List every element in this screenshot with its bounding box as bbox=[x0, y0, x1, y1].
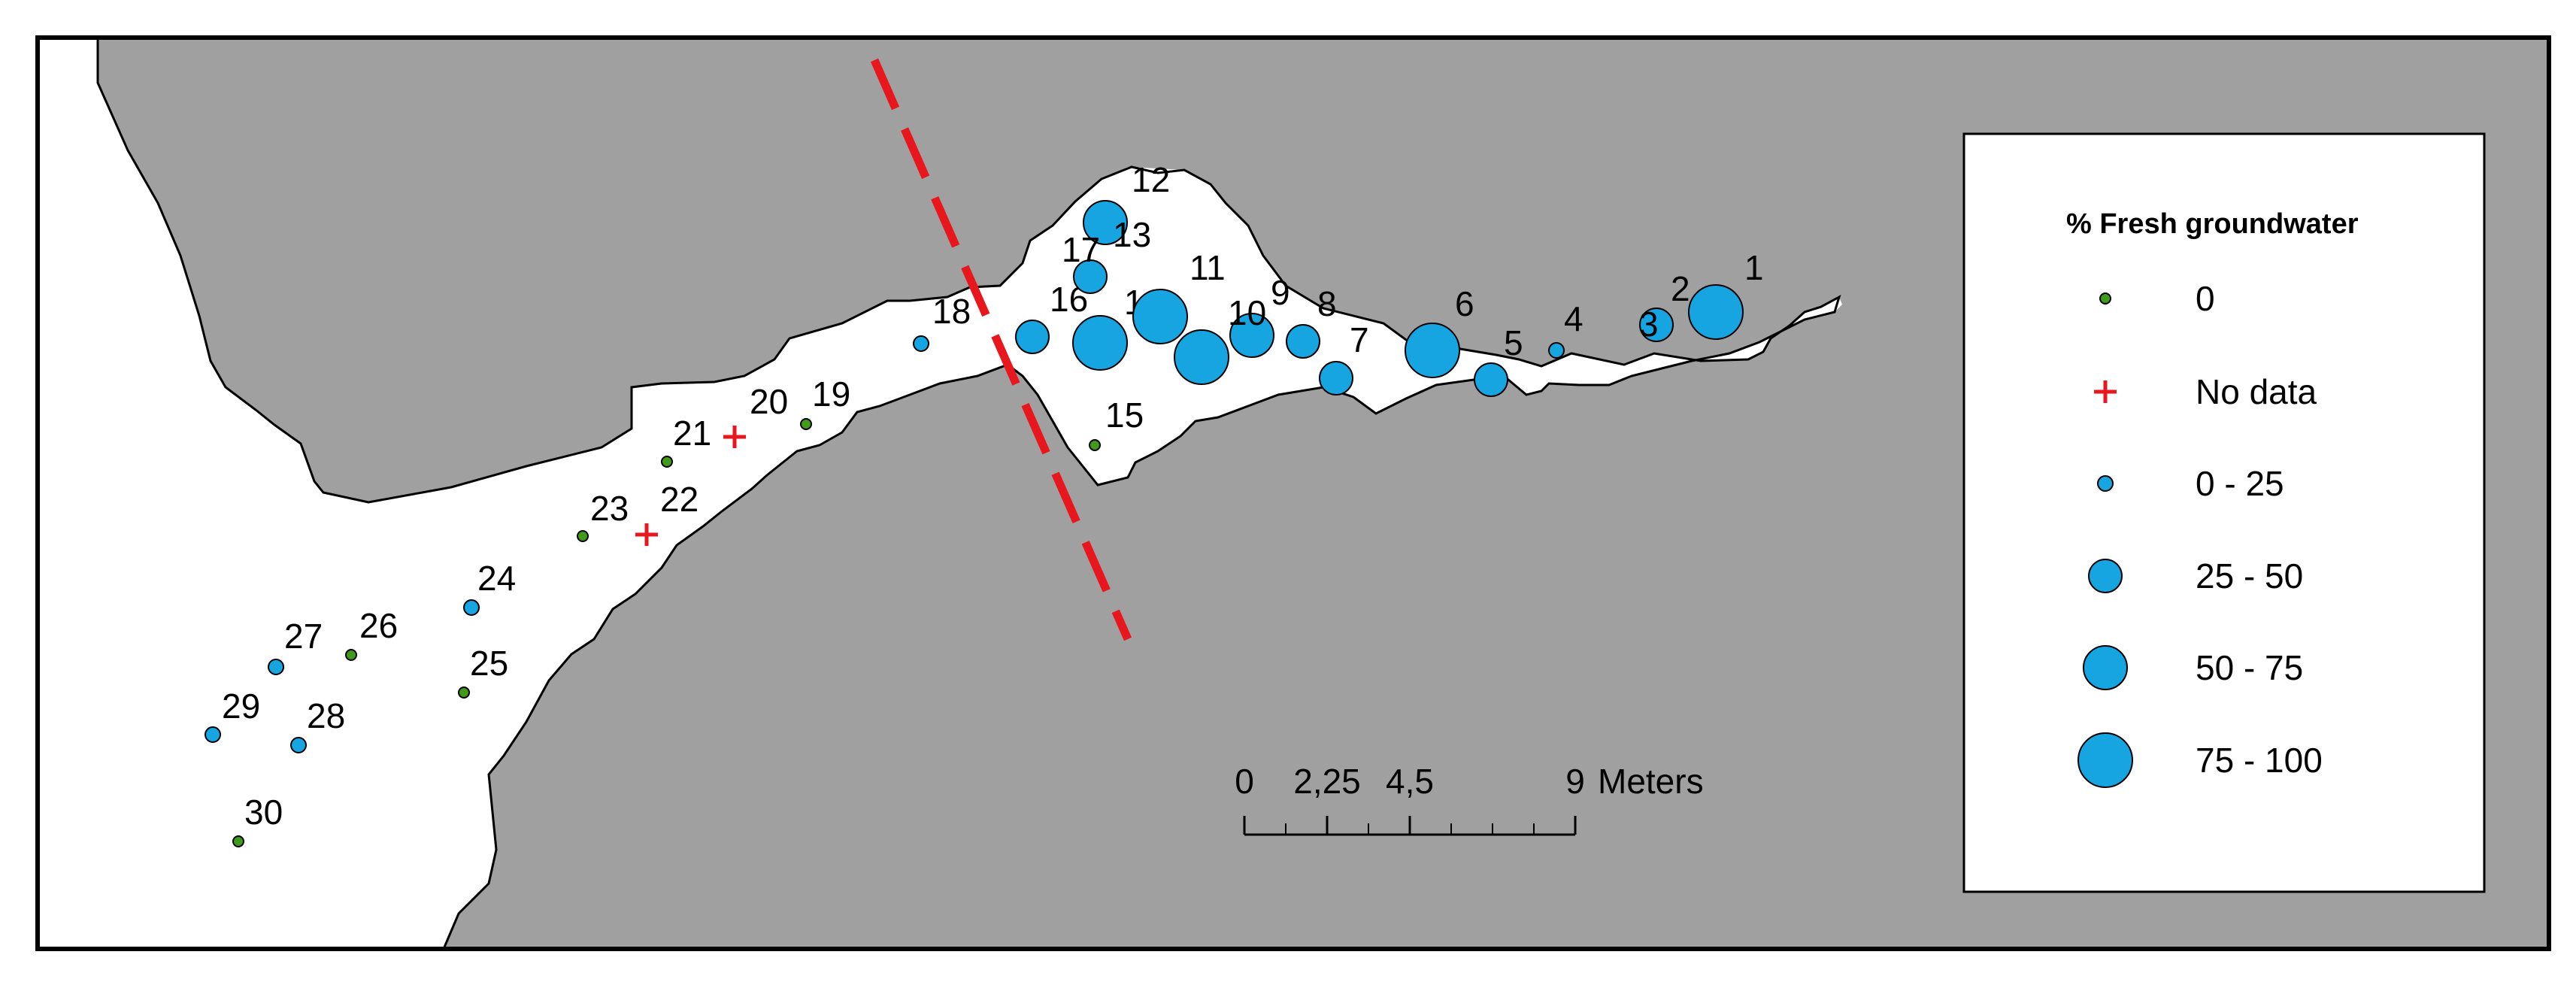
sample-point-8-label: 8 bbox=[1317, 284, 1337, 323]
sample-point-15-label: 15 bbox=[1105, 396, 1144, 435]
sample-point-29-label: 29 bbox=[222, 686, 260, 726]
sample-points: 1234567891011121314151617181920212223242… bbox=[205, 160, 1764, 847]
legend-label-25-50: 25 - 50 bbox=[2196, 556, 2303, 596]
section-line bbox=[870, 58, 1132, 641]
sample-point-30-marker bbox=[232, 835, 244, 847]
sample-point-17-label: 17 bbox=[1062, 230, 1100, 269]
sample-point-16-marker bbox=[1015, 320, 1050, 354]
sample-point-20-nodata-marker bbox=[723, 426, 746, 448]
sample-point-18-marker bbox=[913, 335, 929, 352]
sample-point-22-label: 22 bbox=[660, 480, 699, 519]
sample-point-27-label: 27 bbox=[284, 617, 323, 656]
sample-point-20-label: 20 bbox=[750, 382, 788, 421]
sample-point-6-marker bbox=[1405, 323, 1460, 378]
legend-label-0-25: 0 - 25 bbox=[2196, 464, 2284, 503]
sample-point-26-marker bbox=[345, 649, 357, 661]
sample-point-11-marker bbox=[1174, 329, 1229, 385]
sample-point-2-label: 2 bbox=[1671, 269, 1690, 308]
legend-symbol-75-100 bbox=[2077, 732, 2133, 788]
sample-point-12-label: 12 bbox=[1132, 160, 1170, 199]
sample-point-4-marker bbox=[1548, 342, 1565, 359]
land-north bbox=[98, 38, 2549, 502]
sample-point-28-label: 28 bbox=[307, 696, 345, 735]
sample-point-29-marker bbox=[205, 726, 221, 743]
sample-point-17-marker bbox=[1073, 259, 1108, 294]
sample-point-1-label: 1 bbox=[1744, 248, 1764, 287]
sample-point-5-marker bbox=[1474, 362, 1508, 397]
sample-point-9-marker bbox=[1229, 313, 1274, 358]
scale-label-1: 2,25 bbox=[1293, 762, 1361, 801]
legend-label-50-75: 50 - 75 bbox=[2196, 648, 2303, 687]
map-border bbox=[35, 35, 2551, 951]
sample-point-9-label: 9 bbox=[1271, 273, 1290, 312]
sample-point-7-label: 7 bbox=[1350, 320, 1369, 359]
sample-point-3-label: 3 bbox=[1639, 305, 1659, 344]
sample-point-23-label: 23 bbox=[590, 489, 629, 528]
sample-point-28-marker bbox=[290, 737, 307, 753]
scale-label-2: 4,5 bbox=[1386, 762, 1434, 801]
legend-label-nodata: No data bbox=[2196, 372, 2317, 411]
sample-point-21-label: 21 bbox=[673, 414, 711, 453]
scale-unit: Meters bbox=[1598, 762, 1704, 801]
sample-point-13-label: 13 bbox=[1113, 215, 1151, 254]
sample-point-14-marker bbox=[1072, 315, 1128, 371]
legend-symbol-0-25 bbox=[2097, 475, 2114, 492]
legend-label-zero: 0 bbox=[2196, 279, 2215, 318]
scale-bar: 0 2,25 4,5 9 Meters bbox=[1235, 762, 1704, 836]
sample-point-10-label: 10 bbox=[1228, 293, 1266, 332]
scale-label-0: 0 bbox=[1235, 762, 1254, 801]
sample-point-19-label: 19 bbox=[812, 374, 850, 414]
sample-point-6-label: 6 bbox=[1455, 284, 1474, 323]
sample-point-2-marker bbox=[1639, 308, 1674, 342]
sample-point-4-label: 4 bbox=[1564, 299, 1583, 338]
legend: % Fresh groundwater 0 No data 0 - 25 25 … bbox=[1962, 132, 2486, 893]
sample-point-27-marker bbox=[268, 659, 284, 675]
sample-point-22-nodata-marker bbox=[635, 523, 658, 546]
sample-point-24-label: 24 bbox=[477, 559, 516, 598]
sample-point-7-marker bbox=[1319, 361, 1353, 396]
sample-point-18-label: 18 bbox=[932, 292, 971, 331]
sample-point-23-marker bbox=[577, 530, 589, 542]
sample-point-8-marker bbox=[1286, 324, 1320, 359]
legend-symbol-nodata bbox=[2094, 380, 2117, 403]
legend-label-75-100: 75 - 100 bbox=[2196, 741, 2323, 780]
sample-point-25-label: 25 bbox=[470, 644, 508, 683]
sample-point-15-marker bbox=[1089, 439, 1101, 451]
legend-symbol-zero bbox=[2099, 292, 2111, 305]
legend-symbol-25-50 bbox=[2088, 559, 2123, 593]
sample-point-19-marker bbox=[800, 418, 812, 430]
sample-point-24-marker bbox=[463, 599, 480, 616]
sample-point-30-label: 30 bbox=[244, 793, 283, 832]
sample-point-extra-marker bbox=[1132, 289, 1188, 344]
legend-box bbox=[1962, 132, 2486, 893]
estuary-channel bbox=[36, 36, 1841, 950]
sample-point-1-marker bbox=[1688, 284, 1744, 340]
sample-point-11-label: 11 bbox=[1190, 248, 1226, 287]
sample-point-5-label: 5 bbox=[1504, 323, 1523, 362]
sample-point-21-marker bbox=[661, 456, 673, 468]
legend-symbol-50-75 bbox=[2083, 645, 2128, 690]
scale-label-3: 9 bbox=[1565, 762, 1585, 801]
sample-point-26-label: 26 bbox=[359, 606, 398, 645]
legend-title: % Fresh groundwater bbox=[2066, 208, 2359, 240]
sample-point-25-marker bbox=[458, 686, 470, 699]
sample-point-12-marker bbox=[1083, 200, 1128, 245]
